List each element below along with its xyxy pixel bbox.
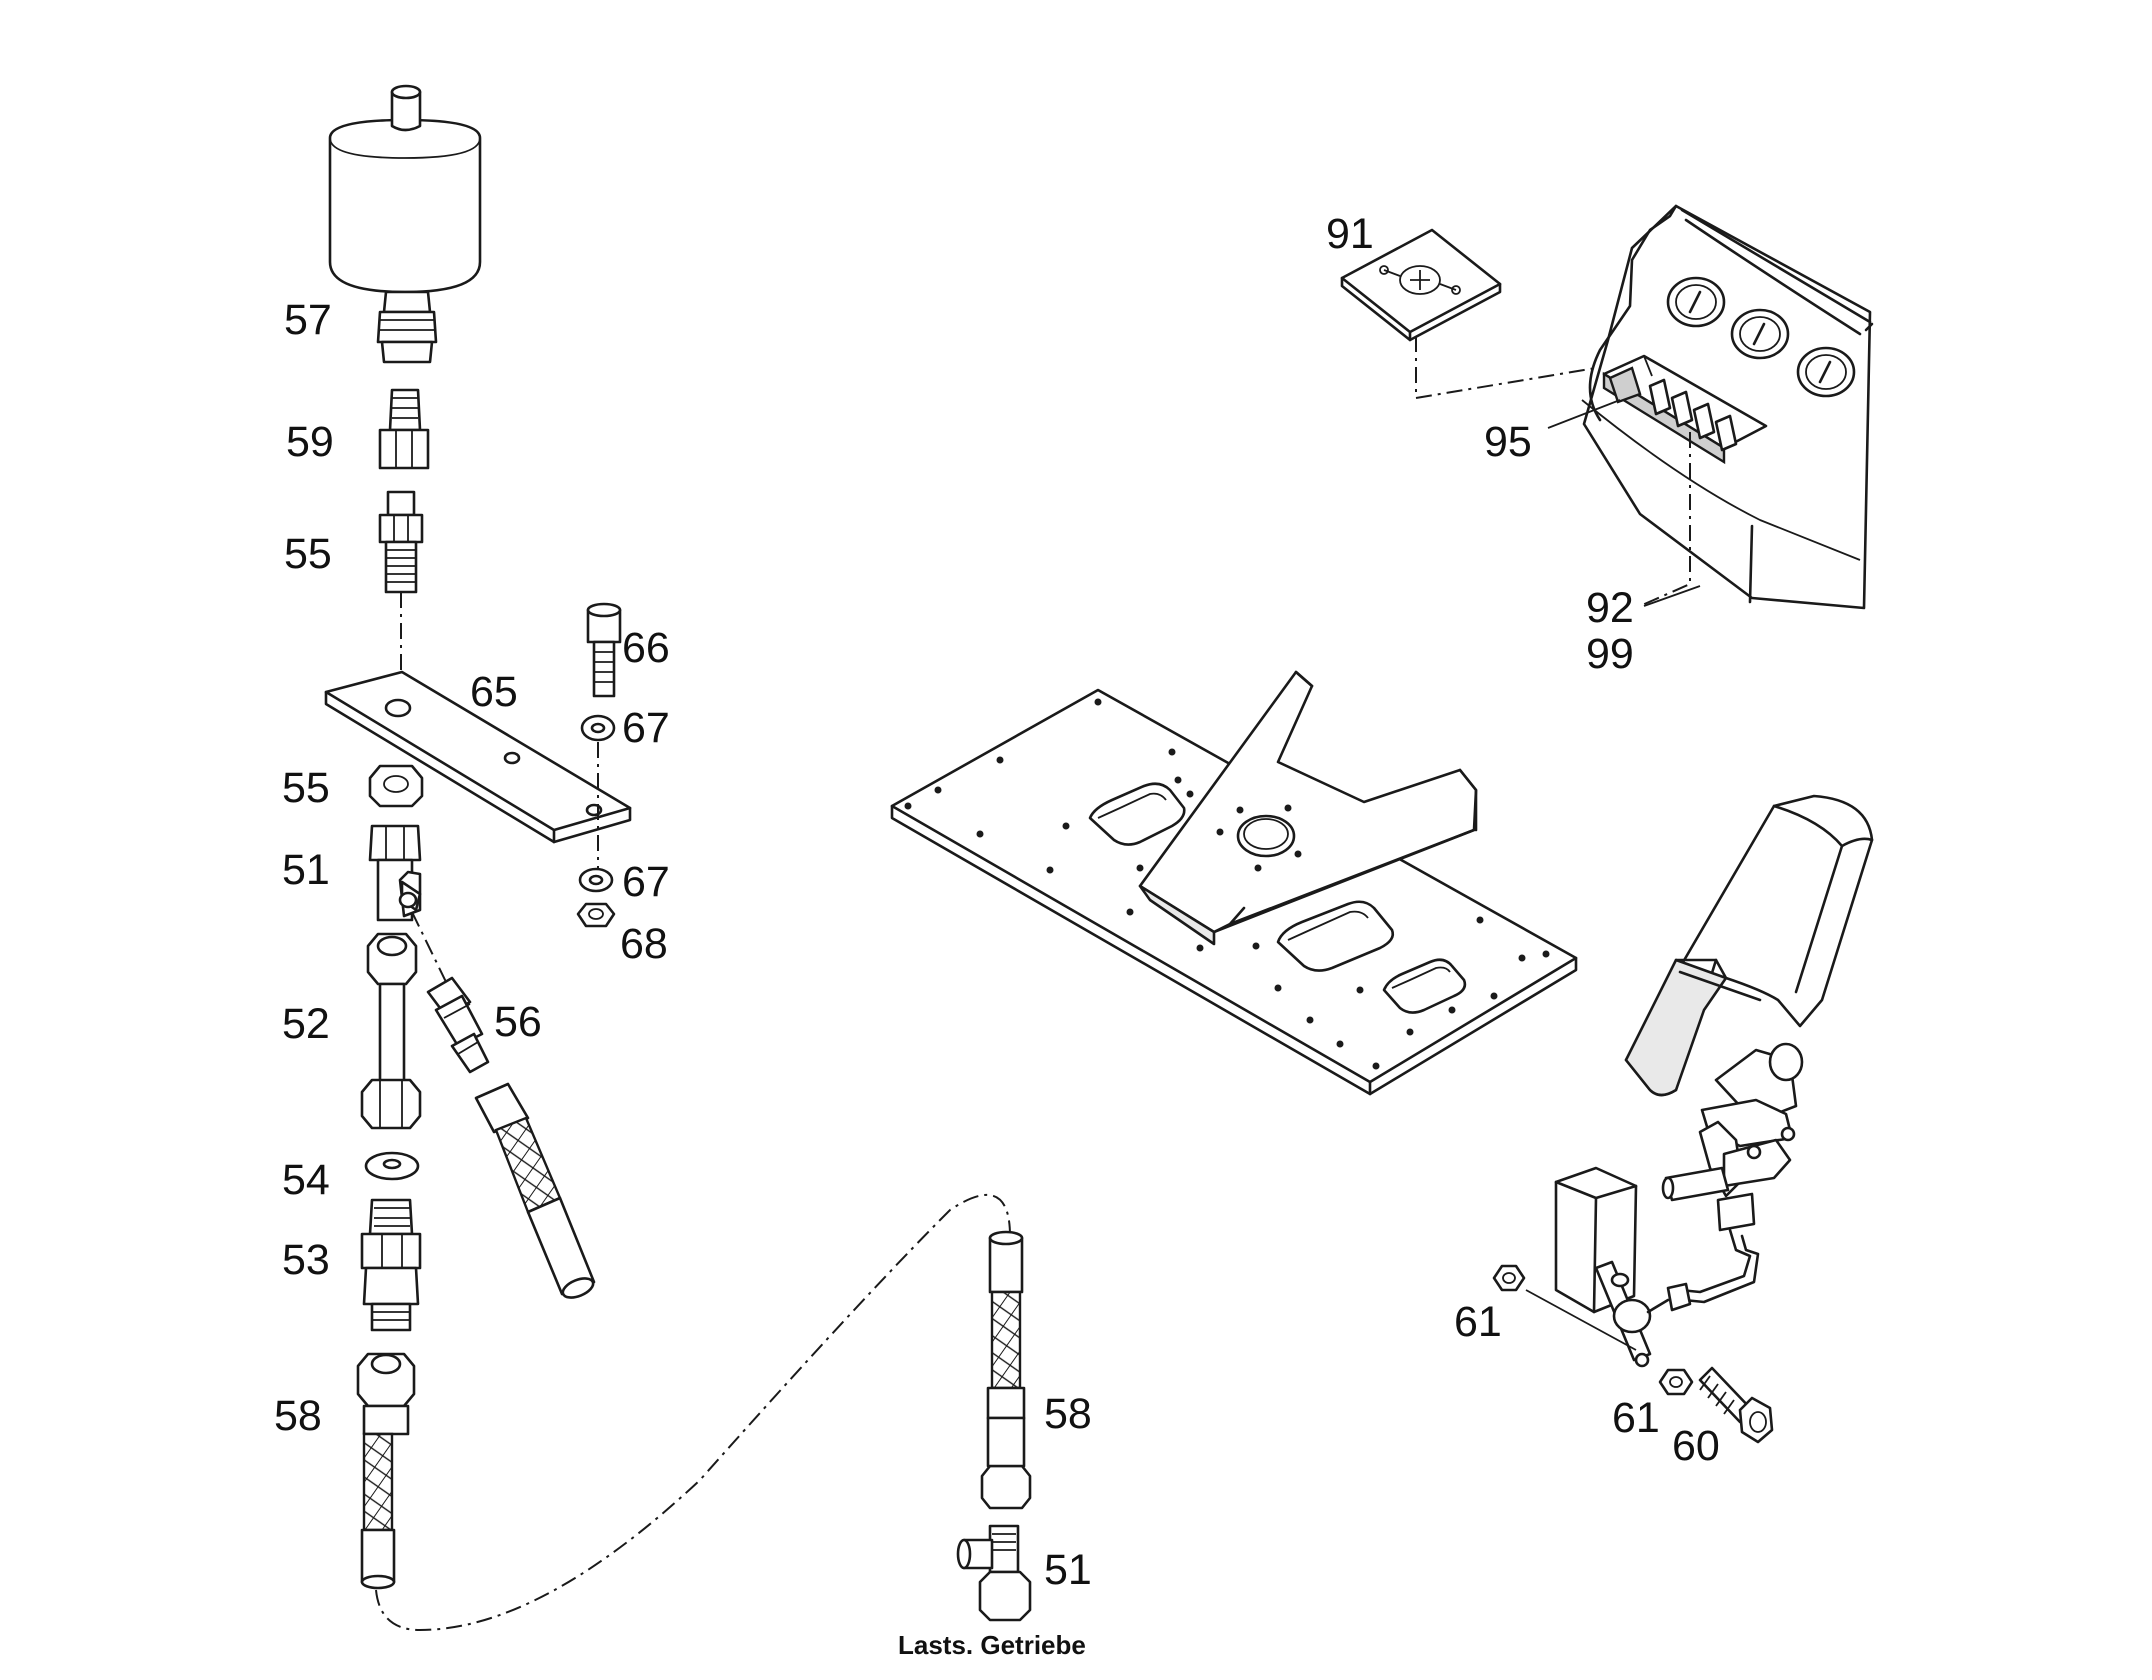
label-91: 91 (1326, 210, 1374, 258)
bolt-55-upper (378, 490, 424, 700)
hose-58-left (356, 1352, 416, 1590)
label-54: 54 (282, 1156, 330, 1204)
switch-bank (1602, 354, 1768, 465)
bracket-plate-65 (324, 670, 632, 844)
hose-56-branch (474, 1082, 596, 1299)
washer-67-upper (580, 714, 616, 742)
linkage-housing (1554, 1166, 1670, 1368)
fitting-59 (378, 388, 430, 470)
label-99: 99 (1586, 630, 1634, 678)
label-55-upper: 55 (284, 530, 332, 578)
accelerator-pedal (1624, 794, 1874, 1148)
tee-fitting-51-lower (956, 1524, 1032, 1622)
label-59: 59 (286, 418, 334, 466)
bolt-60 (1698, 1366, 1774, 1444)
lubrication-decal-91 (1340, 228, 1502, 342)
hose-58-right (980, 1230, 1032, 1510)
nut-68 (576, 902, 616, 928)
nut-61-right (1658, 1368, 1694, 1396)
label-51-upper: 51 (282, 846, 330, 894)
gauge-icon (1730, 308, 1790, 360)
caption-lasts-getriebe: Lasts. Getriebe (898, 1630, 1086, 1660)
nut-55-lower (368, 764, 424, 808)
label-66: 66 (622, 624, 670, 672)
pedal-linkage (1661, 1120, 1796, 1312)
label-56: 56 (494, 998, 542, 1046)
label-61-left: 61 (1454, 1298, 1502, 1346)
bolt-66 (586, 602, 622, 698)
gauge-icon (1666, 276, 1726, 328)
label-68: 68 (620, 920, 668, 968)
label-52: 52 (282, 1000, 330, 1048)
label-51-lower: 51 (1044, 1546, 1092, 1594)
plate-screws (904, 698, 1550, 1070)
gauge-icon (1796, 346, 1856, 398)
lubrication-symbol-icon (1379, 265, 1461, 295)
label-92: 92 (1586, 584, 1634, 632)
label-65: 65 (470, 668, 518, 716)
label-60: 60 (1672, 1422, 1720, 1470)
label-57: 57 (284, 296, 332, 344)
label-67-lower: 67 (622, 858, 670, 906)
label-67-upper: 67 (622, 704, 670, 752)
label-61-right: 61 (1612, 1394, 1660, 1442)
pipe-52 (360, 932, 422, 1130)
label-55-lower: 55 (282, 764, 330, 812)
instrument-panel (1581, 204, 1874, 610)
label-53: 53 (282, 1236, 330, 1284)
floor-plate-assembly (890, 670, 1578, 1096)
fitting-56 (426, 976, 490, 1074)
callout-labels: 57 59 55 66 65 67 55 51 67 68 52 56 54 5… (274, 210, 1720, 1660)
adapter-53 (360, 1198, 422, 1332)
washer-67-lower (578, 867, 614, 893)
label-58-right: 58 (1044, 1390, 1092, 1438)
washer-54 (364, 1151, 420, 1181)
accumulator-57 (328, 84, 482, 364)
label-58-left: 58 (274, 1392, 322, 1440)
tee-fitting-51 (368, 824, 422, 922)
label-95: 95 (1484, 418, 1532, 466)
nut-61-left (1492, 1264, 1526, 1292)
